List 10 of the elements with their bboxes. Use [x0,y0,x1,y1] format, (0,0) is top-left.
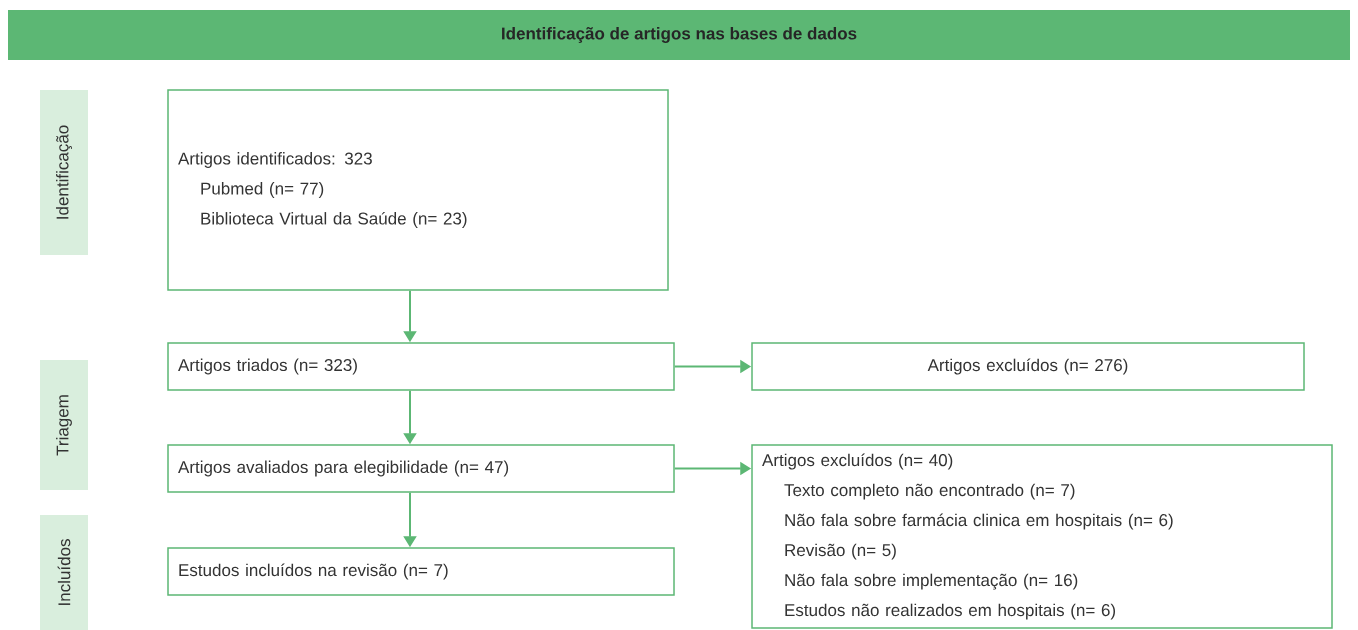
stage-band: Identificação [40,90,88,255]
list-box: Artigos excluídos (n= 40) Texto completo não encontrado (n= 7) Não fala sobre farmácia clinica em hospitais (n= 6) Revisão (n= 5) Não fala sobre implementação (n= 16) Estudos não realizados em hospitais (n= 6) [751,444,1333,629]
header-band: Identificação de artigos nas bases de dados [8,10,1350,60]
stage-band: Incluídos [40,515,88,630]
process-box: Artigos avaliados para elegibilidade (n= 47) [167,444,675,493]
stage-band: Triagem [40,360,88,490]
list-box: Artigos identificados: 323 Pubmed (n= 77) Biblioteca Virtual da Saúde (n= 23) [167,89,669,291]
process-box: Artigos triados (n= 323) [167,342,675,391]
process-box: Estudos incluídos na revisão (n= 7) [167,547,675,596]
process-box: Artigos excluídos (n= 276) [751,342,1305,391]
